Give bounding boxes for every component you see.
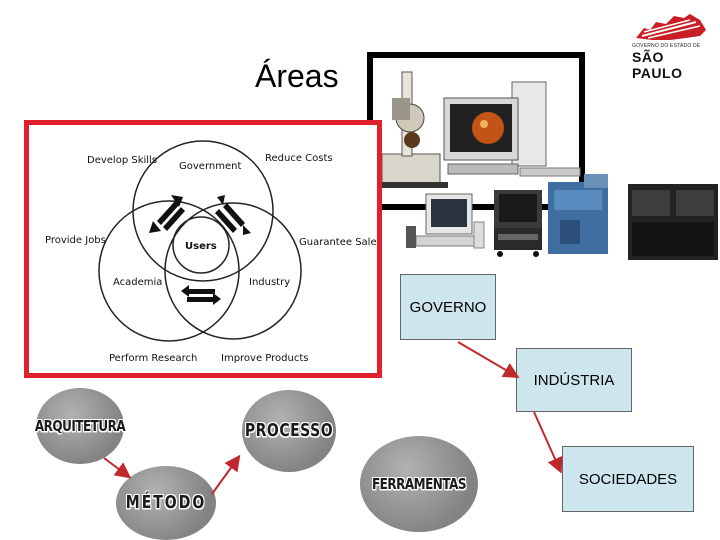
ophthalmic-device-image <box>376 71 448 188</box>
logo-subtitle: GOVERNO DO ESTADO DE <box>632 43 701 49</box>
label-reduce-costs: Reduce Costs <box>265 153 333 164</box>
arrow-industria-sociedades <box>533 411 563 474</box>
metodo-circle: MÉTODO <box>116 466 216 540</box>
label-industry: Industry <box>249 277 290 288</box>
lab-instrument-image <box>548 174 608 254</box>
desktop-pc-image <box>406 193 485 249</box>
sociedades-box: SOCIEDADES <box>562 446 694 512</box>
label-provide-jobs: Provide Jobs <box>45 235 106 246</box>
label-guarantee-sales: Guarantee Sales <box>299 237 377 248</box>
arrow-arquitetura-metodo <box>103 457 132 479</box>
label-develop-skills: Develop Skills <box>87 155 157 166</box>
processo-circle: PROCESSO <box>242 390 336 472</box>
label-improve-products: Improve Products <box>221 353 308 364</box>
monitor-rack-image <box>628 184 718 260</box>
av-cart-image <box>494 190 542 257</box>
arrow-metodo-processo <box>211 454 241 495</box>
processo-label: PROCESSO <box>244 421 334 441</box>
equipment-photos <box>376 71 718 260</box>
label-users: Users <box>185 241 217 252</box>
arquitetura-label: ARQUITETURA <box>34 417 126 435</box>
industria-box: INDÚSTRIA <box>516 348 632 412</box>
logo-title: SÃO PAULO <box>632 49 683 81</box>
ferramentas-circle: FERRAMENTAS <box>360 436 478 532</box>
venn-diagram-frame <box>24 120 382 378</box>
sao-paulo-logo <box>630 10 712 70</box>
ferramentas-label: FERRAMENTAS <box>371 475 467 493</box>
map-emblem-icon <box>636 14 706 40</box>
venn-arrows <box>149 195 251 305</box>
metodo-label: MÉTODO <box>125 493 207 513</box>
workstation-image <box>443 81 581 177</box>
arquitetura-circle: ARQUITETURA <box>34 388 126 464</box>
arrow-governo-industria <box>457 341 520 379</box>
label-perform-research: Perform Research <box>109 353 197 364</box>
label-government: Government <box>179 161 241 172</box>
governo-box: GOVERNO <box>400 274 496 340</box>
venn-diagram: Develop Skills Government Reduce Costs P… <box>45 140 377 364</box>
page-title: Áreas <box>255 58 339 94</box>
label-academia: Academia <box>113 277 162 288</box>
